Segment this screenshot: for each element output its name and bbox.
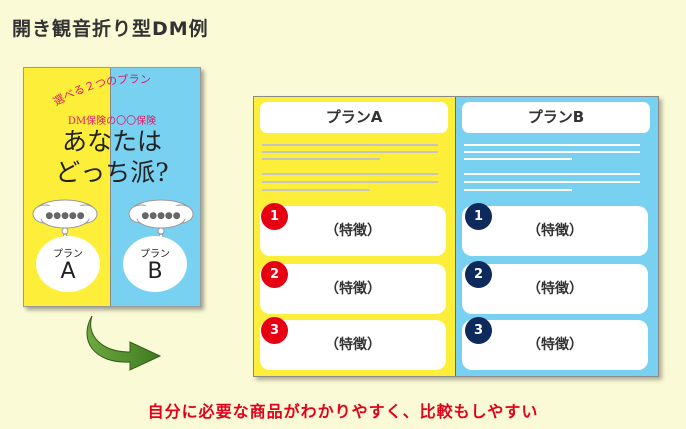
dm-spread: プランA （特徴） 1 （特徴） 2 （特徴） 3 プランB （特徴） 1 （特… [253, 96, 659, 377]
text-line [464, 189, 572, 191]
plan-b-header: プランB [462, 102, 650, 133]
plan-b-feature-2-number: 2 [465, 261, 492, 288]
plan-a-feature-3: （特徴） [260, 320, 446, 370]
plan-a-feature-3-number: 3 [261, 317, 288, 344]
plan-b-feature-1: （特徴） [462, 206, 648, 256]
text-line [262, 189, 370, 191]
cover-subtitle: DM保険の〇〇保険 [67, 116, 157, 127]
plan-a-header: プランA [260, 102, 448, 133]
curved-arrow-icon [86, 315, 162, 371]
plan-b-feature-1-number: 1 [465, 203, 492, 230]
plan-b-panel: プランB （特徴） 1 （特徴） 2 （特徴） 3 [456, 97, 658, 376]
cover-heading-line1: あなたは [61, 127, 162, 156]
caption: 自分に必要な商品がわかりやすく、比較もしやすい [147, 402, 539, 421]
cover-fold-line [110, 68, 111, 306]
plan-b-circle-label: プラン [140, 249, 170, 260]
plan-a-circle-label: プラン [53, 249, 83, 260]
text-line [464, 151, 640, 153]
cover-heading: あなたは どっち派? [24, 126, 200, 188]
plan-b-circle-letter: B [147, 259, 163, 284]
dm-cover: 選べる２つのプラン DM保険の〇〇保険 あなたは どっち派? ●●●●● [23, 67, 201, 307]
text-line [262, 181, 438, 183]
plan-a-feature-2-number: 2 [261, 261, 288, 288]
page-title: 開き観音折り型DM例 [12, 18, 209, 40]
plan-a-feature-1-number: 1 [261, 203, 288, 230]
text-line [262, 144, 438, 146]
text-line [464, 144, 640, 146]
plan-b-feature-3: （特徴） [462, 320, 648, 370]
plan-b-feature-3-number: 3 [465, 317, 492, 344]
plan-b-circle: プラン B [123, 236, 187, 292]
text-line [464, 173, 640, 175]
svg-text:選べる２つのプラン: 選べる２つのプラン [51, 73, 151, 109]
cover-arc-label: 選べる２つのプラン [51, 73, 151, 109]
bubble-text-a: ●●●●● [45, 211, 84, 221]
thought-bubble-b: ●●●●● [128, 199, 194, 238]
text-line [262, 158, 380, 160]
plan-a-circle: プラン A [36, 236, 100, 292]
plan-a-panel: プランA （特徴） 1 （特徴） 2 （特徴） 3 [254, 97, 455, 376]
plan-a-feature-2: （特徴） [260, 264, 446, 314]
bubble-text-b: ●●●●● [141, 211, 180, 221]
plan-a-feature-1: （特徴） [260, 206, 446, 256]
text-line [464, 181, 640, 183]
cover-heading-line2: どっち派? [55, 158, 169, 187]
thought-bubble-a: ●●●●● [32, 199, 98, 238]
text-line [262, 151, 438, 153]
text-line [262, 173, 438, 175]
cover-arc-text: 選べる２つのプラン [51, 73, 151, 109]
plan-a-circle-letter: A [60, 259, 76, 284]
text-line [464, 158, 572, 160]
spread-fold-line [455, 97, 456, 376]
plan-b-feature-2: （特徴） [462, 264, 648, 314]
